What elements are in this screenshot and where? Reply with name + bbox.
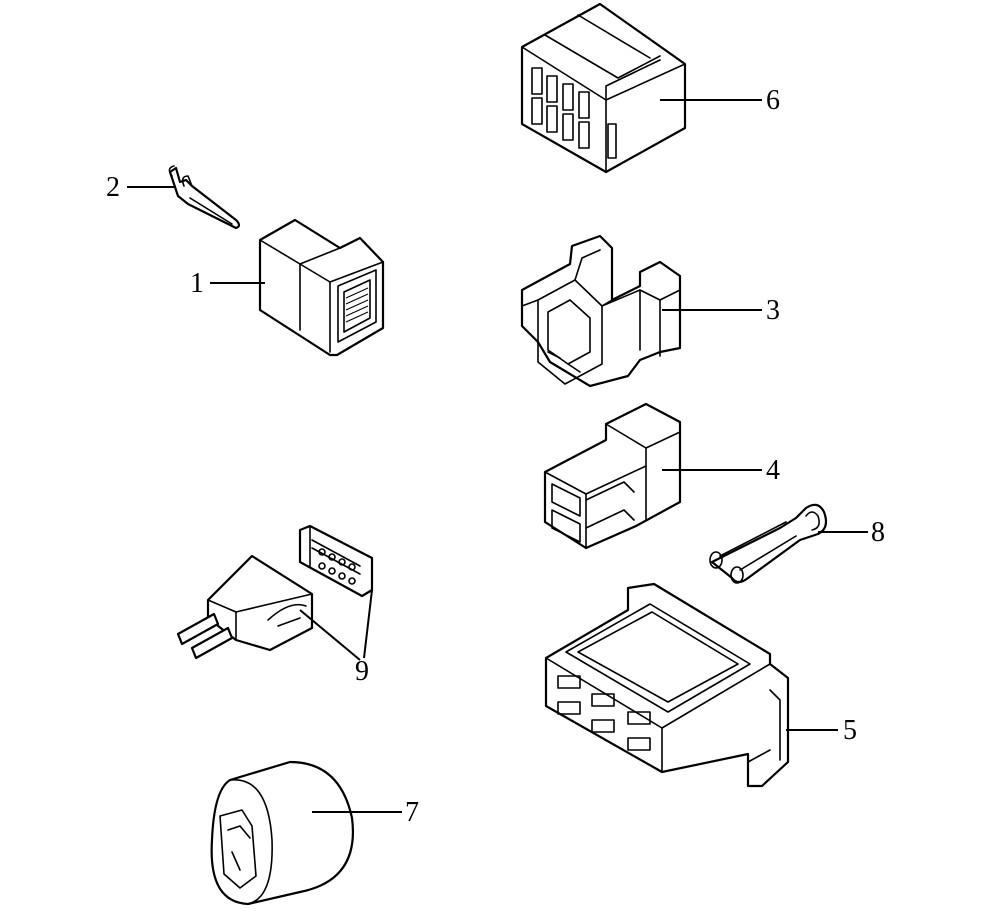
part-5-large-housing <box>544 582 790 788</box>
callout-8: 8 <box>871 517 885 548</box>
callout-1: 1 <box>190 268 204 299</box>
callout-5: 5 <box>843 715 857 746</box>
leader-lines <box>127 99 868 813</box>
part-6-multi-pin-housing <box>520 2 687 174</box>
part-8-blade-terminal <box>709 503 828 584</box>
part-2-terminal <box>168 165 241 230</box>
part-4-two-way-housing <box>543 402 682 550</box>
part-3-latch-housing <box>520 234 682 388</box>
part-9-connector-set <box>176 524 374 660</box>
callout-3: 3 <box>766 295 780 326</box>
part-7-cylinder-cap <box>210 760 354 906</box>
callout-6: 6 <box>766 85 780 116</box>
callout-2: 2 <box>106 172 120 203</box>
callout-9: 9 <box>355 656 369 687</box>
part-1-square-housing <box>258 218 385 357</box>
callout-7: 7 <box>405 797 419 828</box>
callout-4: 4 <box>766 455 780 486</box>
